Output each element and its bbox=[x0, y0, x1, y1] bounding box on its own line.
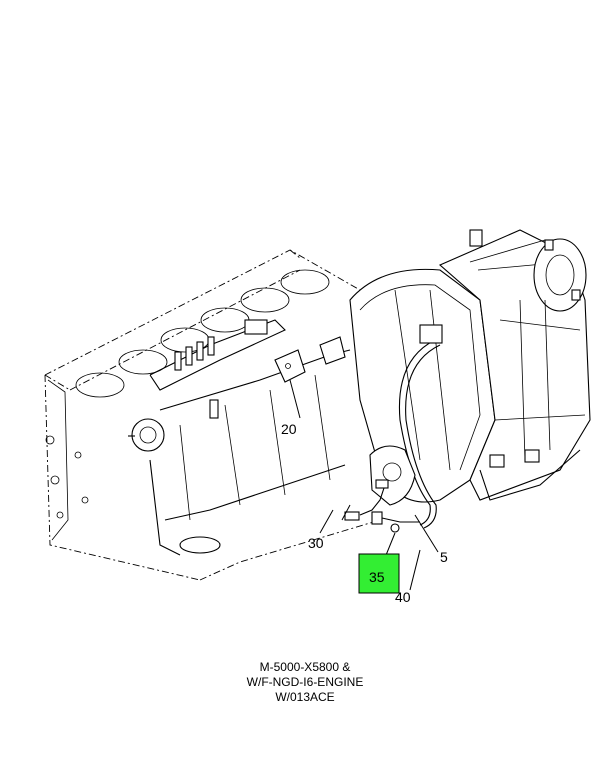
caption-line-2: W/F-NGD-I6-ENGINE bbox=[246, 675, 364, 689]
caption-line-3: W/013ACE bbox=[275, 690, 335, 704]
cylinder-bores bbox=[75, 269, 330, 398]
speed-sensor-assembly bbox=[344, 445, 420, 533]
callout-40[interactable]: 40 bbox=[395, 589, 411, 605]
callout-leaders bbox=[289, 379, 439, 591]
engine-side-detail bbox=[128, 349, 351, 556]
callout-5[interactable]: 5 bbox=[440, 549, 448, 565]
caption-line-1: M-5000-X5800 & bbox=[259, 660, 351, 674]
callout-35-highlight[interactable] bbox=[358, 553, 400, 594]
callout-20[interactable]: 20 bbox=[281, 421, 297, 437]
bracket-part-20 bbox=[274, 336, 346, 383]
callout-30[interactable]: 30 bbox=[308, 535, 324, 551]
diagram-caption: M-5000-X5800 & W/F-NGD-I6-ENGINE W/013AC… bbox=[200, 660, 410, 705]
wiring-harness bbox=[398, 324, 443, 529]
engine-block-outline bbox=[44, 249, 381, 581]
fuel-pump-assembly bbox=[149, 319, 286, 419]
transmission-housing bbox=[349, 229, 591, 503]
callout-35[interactable]: 35 bbox=[369, 569, 385, 585]
